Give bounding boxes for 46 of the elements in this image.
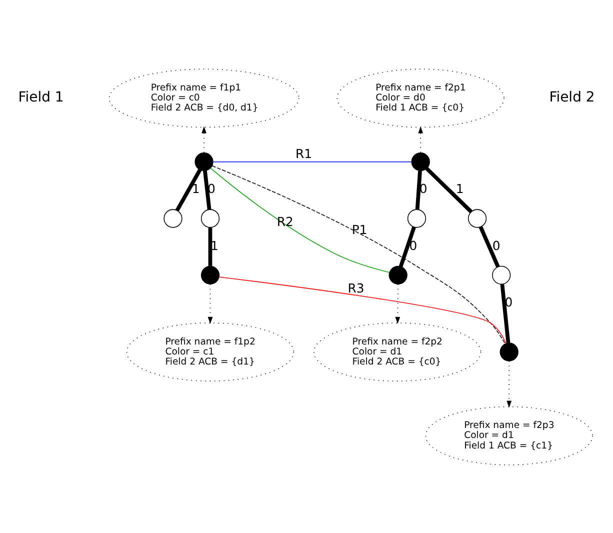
node-ellipse: Prefix name = f1p1 Color = c0 Field 2 ACB = {d0, d1}: [108, 68, 300, 128]
label: Field 2: [549, 89, 595, 106]
connector: [500, 284, 510, 343]
node-circle: [500, 342, 518, 361]
edge-label: 1: [456, 180, 464, 196]
edge-label: 0: [409, 237, 418, 252]
connector: [208, 227, 212, 266]
node-circle: [164, 208, 182, 228]
node-circle: [411, 152, 430, 171]
connector: [218, 276, 506, 344]
connector: [398, 226, 416, 267]
node-circle: [407, 208, 426, 228]
arrow: [202, 126, 206, 153]
node-ellipse: Prefix name = f2p2 Color = d1 Field 2 ACB = {c0}: [314, 322, 482, 381]
edge-label: 0: [419, 180, 428, 196]
connector: [212, 164, 506, 344]
node-circle: [200, 208, 220, 228]
edge-label: 1: [192, 180, 200, 196]
node-ellipse: Prefix name = f1p2 Color = c1 Field 2 ACB = {d1}: [126, 322, 294, 381]
arrow: [395, 283, 400, 324]
arrow: [208, 283, 213, 324]
connector: [175, 168, 202, 211]
node-ellipse: Prefix name = f2p3 Color = d1 Field 1 ACB = {c1}: [425, 406, 593, 465]
connector: [478, 226, 500, 268]
edge-label: 0: [504, 294, 513, 309]
edge-label: R2: [276, 213, 294, 228]
node-circle: [200, 265, 220, 284]
edge-label: R3: [348, 280, 364, 295]
connector: [415, 170, 422, 209]
label: Field 1: [18, 89, 64, 106]
arrow: [418, 126, 424, 153]
connector: [212, 160, 412, 162]
arrow: [506, 360, 512, 408]
edge-label: R1: [296, 145, 312, 160]
edge-label: 0: [207, 180, 216, 196]
node-ellipse: Prefix name = f2p1 Color = d0 Field 1 ACB = {c0}: [336, 68, 504, 128]
node-circle: [468, 208, 487, 228]
node-circle: [388, 265, 408, 284]
edge-label: P1: [352, 221, 368, 236]
edge-label: 0: [492, 237, 500, 252]
edge-label: 1: [210, 237, 218, 252]
node-circle: [194, 152, 214, 171]
connector: [210, 167, 390, 272]
connector: [425, 166, 472, 213]
connector: [203, 170, 212, 210]
node-circle: [492, 265, 511, 284]
